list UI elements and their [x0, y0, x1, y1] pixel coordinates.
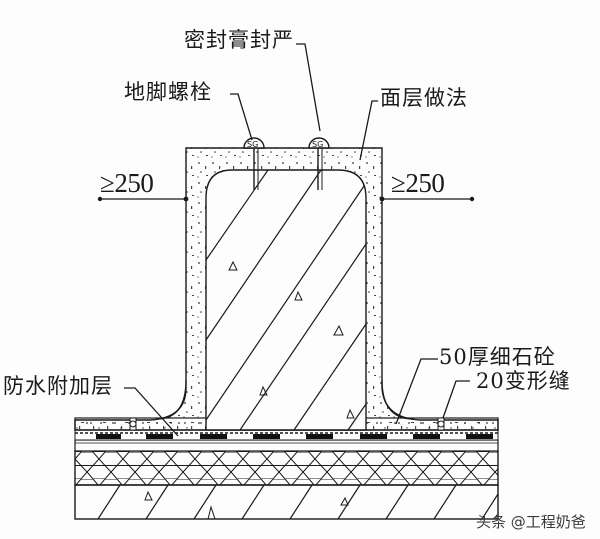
- waterproof-membrane-layer: [74, 429, 499, 441]
- screed-layer: [74, 439, 499, 452]
- dimension-lines: [97, 196, 475, 202]
- label-waterproof-additional-layer: 防水附加层: [3, 374, 113, 398]
- expansion-joints: [129, 417, 445, 431]
- label-finish-layer: 面层做法: [380, 86, 468, 110]
- insulation-layer: [74, 450, 499, 486]
- dimension-left: ≥250: [100, 168, 154, 198]
- label-anchor-bolt: 地脚螺栓: [124, 80, 212, 104]
- label-fine-concrete: 50厚细石砼: [439, 345, 556, 369]
- anchor-bolt-right: SG: [308, 137, 330, 190]
- anchor-bolts: SG SG: [243, 137, 330, 190]
- svg-text:SG: SG: [312, 140, 323, 149]
- plinth-concrete-core: [205, 169, 367, 431]
- label-sealant: 密封膏封严: [184, 28, 294, 52]
- label-expansion-joint: 20变形缝: [476, 369, 571, 393]
- svg-text:SG: SG: [247, 140, 258, 149]
- anchor-bolt-left: SG: [243, 137, 265, 190]
- dimension-right: ≥250: [391, 168, 445, 198]
- watermark: 头条 @工程奶爸: [476, 513, 586, 531]
- structural-slab: [74, 484, 499, 520]
- leader-lines: [124, 43, 470, 437]
